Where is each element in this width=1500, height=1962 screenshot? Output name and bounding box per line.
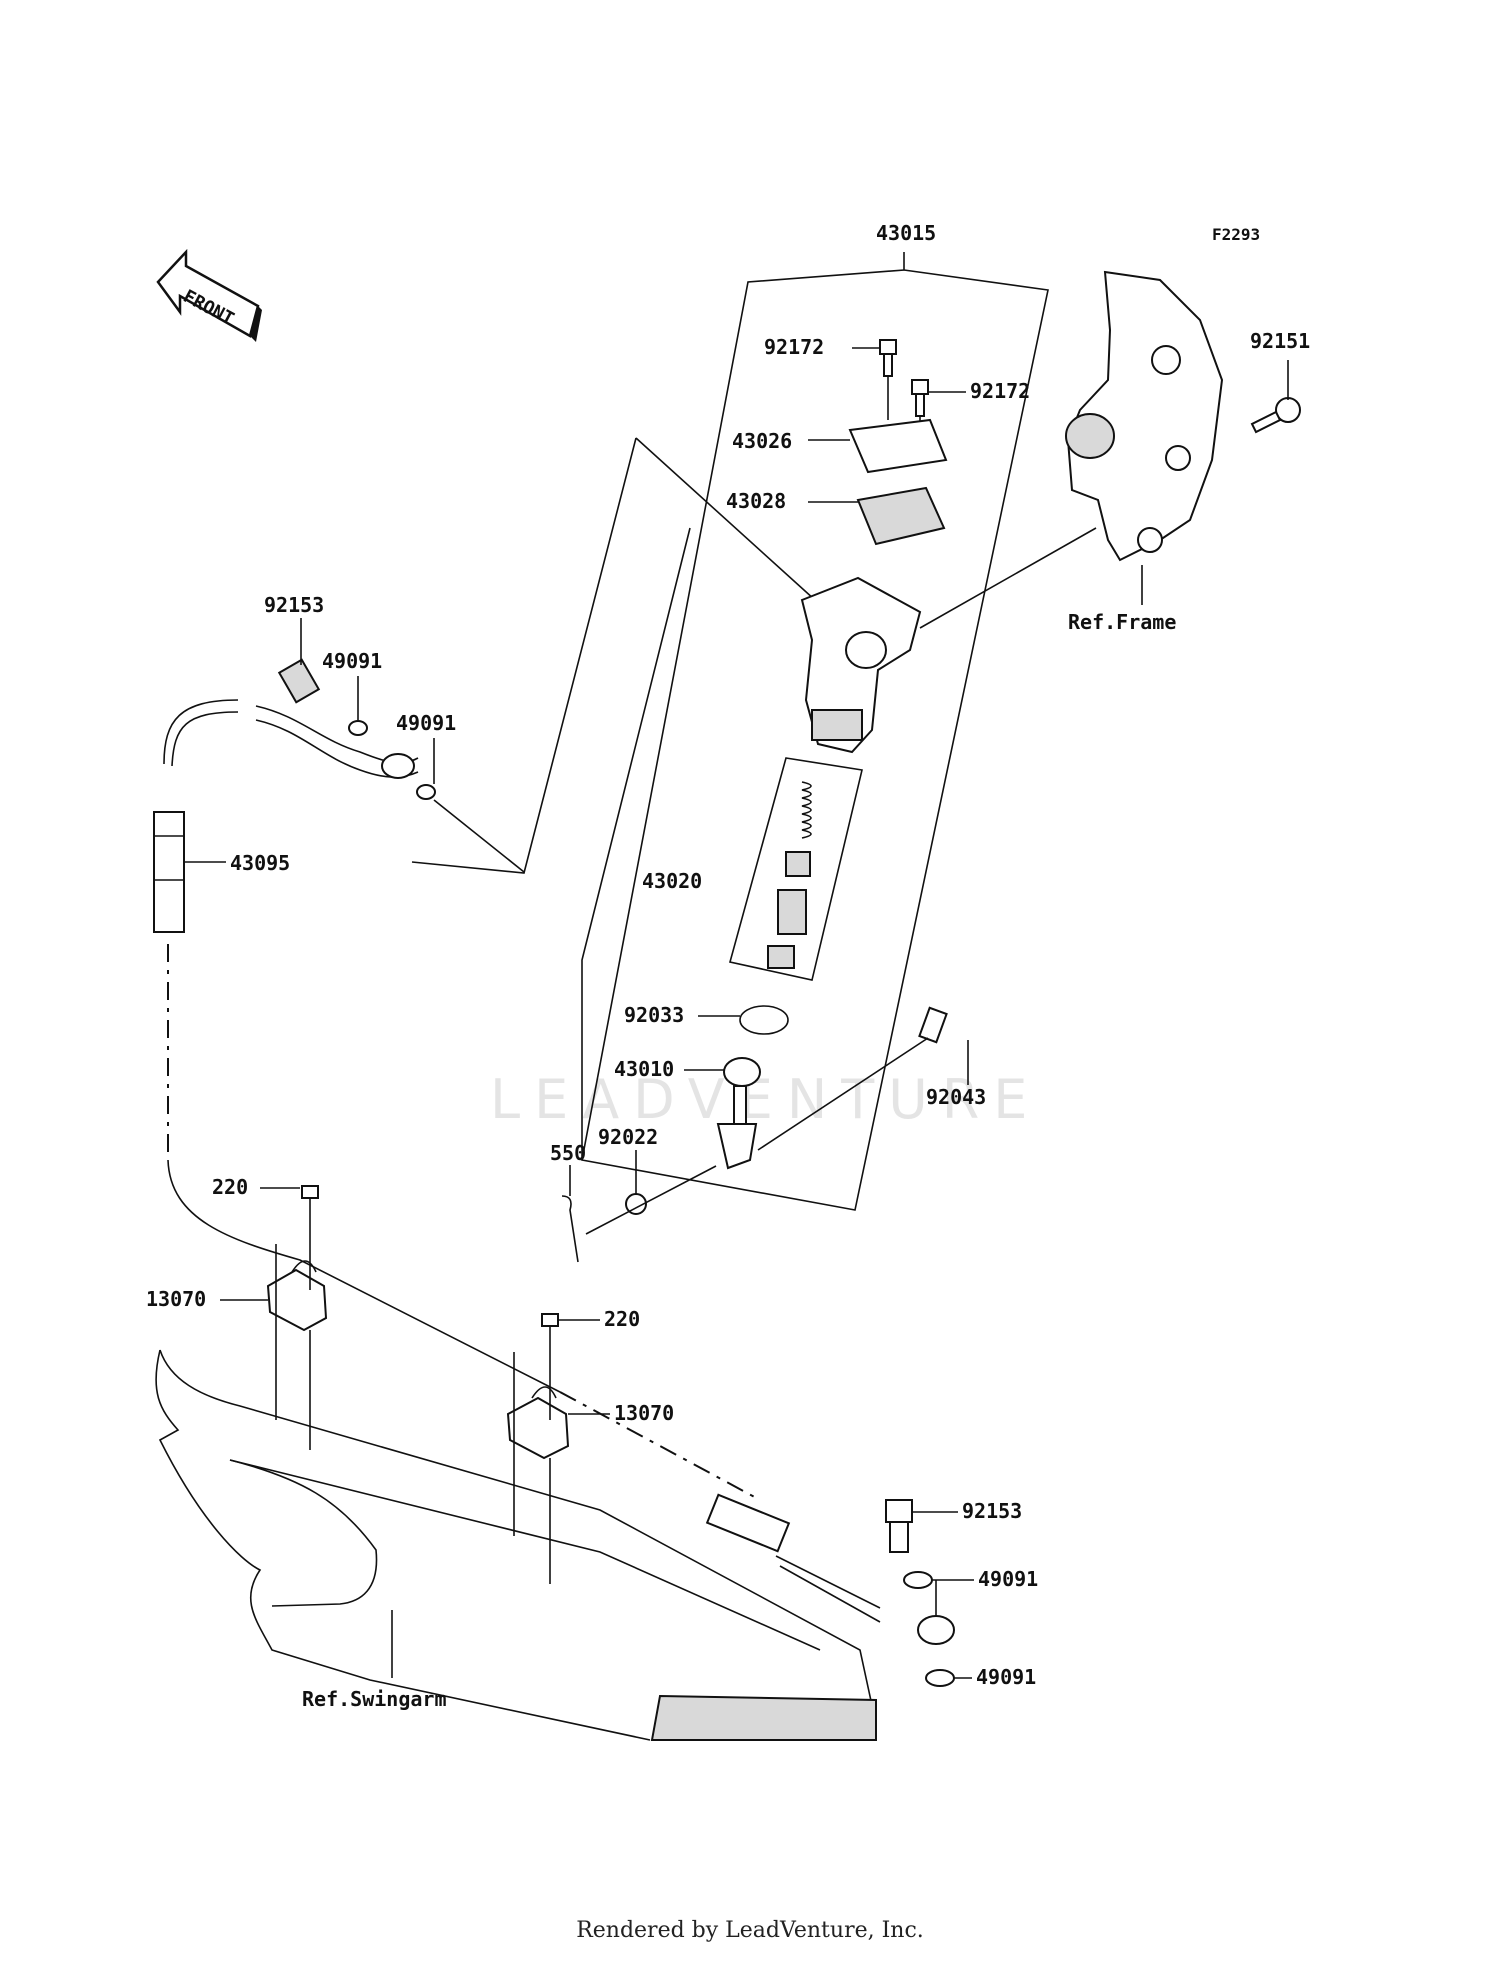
callout-92153-b: 92153 [962,1499,1022,1523]
diaphragm-icon [808,486,946,546]
frame-ref-part [919,270,1224,629]
callout-49091-c: 49091 [978,1567,1038,1591]
callout-13070-b: 13070 [614,1401,674,1425]
callout-49091-d: 49091 [976,1665,1036,1689]
hose-clamp-lower-icon [506,1313,610,1584]
cotter-pin-icon [561,1150,717,1263]
callout-13070-a: 13070 [146,1287,206,1311]
banjo-bolt-lower-icon [885,1499,974,1687]
callout-49091-b: 49091 [396,711,456,735]
swingarm-ref-label: Ref.Swingarm [302,1687,447,1711]
circlip-icon [698,1005,789,1035]
assembly-outline [411,252,1049,1211]
master-cylinder-icon [800,576,922,754]
callout-43028: 43028 [726,489,786,513]
brake-hose-upper-icon [153,699,761,1501]
callout-220-a: 220 [212,1175,248,1199]
callout-43026: 43026 [732,429,792,453]
footer-credit: Rendered by LeadVenture, Inc. [576,1918,924,1943]
callout-43095: 43095 [230,851,290,875]
callout-43015: 43015 [876,221,936,245]
callout-92033: 92033 [624,1003,684,1027]
front-arrow-icon: FRONT [156,248,262,342]
callout-92151: 92151 [1250,329,1310,353]
callout-92172-b: 92172 [970,379,1030,403]
figure-id: F2293 [1212,225,1260,244]
callout-92043: 92043 [926,1085,986,1109]
callout-550: 550 [550,1141,586,1165]
frame-ref-label: Ref.Frame [1068,610,1176,634]
callout-92172-a: 92172 [764,335,824,359]
callout-220-b: 220 [604,1307,640,1331]
pin-92043-icon [757,1006,969,1151]
push-rod-icon [684,1057,761,1170]
piston-kit-icon [729,757,863,981]
callout-49091-a: 49091 [322,649,382,673]
callout-43020: 43020 [642,869,702,893]
reservoir-cap-icon [808,418,948,474]
bolt-92151-icon [1250,360,1301,434]
banjo-bolt-upper-icon [277,618,525,873]
callout-43010: 43010 [614,1057,674,1081]
swingarm-ref-part [155,1349,877,1741]
callout-92022: 92022 [598,1125,658,1149]
brake-hose-lower-icon [705,1493,955,1645]
hose-clamp-upper-icon [220,1185,328,1450]
callout-92153-a: 92153 [264,593,324,617]
